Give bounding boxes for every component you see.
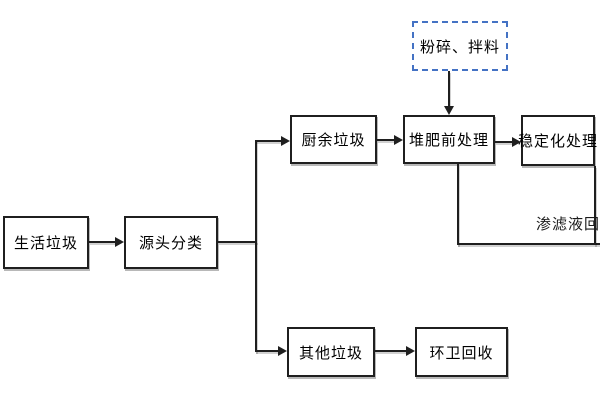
edge-sorting-to-branch: [218, 241, 257, 243]
leachate-line-precompost-drop: [457, 164, 459, 245]
node-sanitation-recycling: 环卫回收: [415, 327, 508, 377]
arrowhead-right-icon: [512, 137, 521, 147]
leachate-line-horizontal: [457, 243, 600, 245]
edge-precompost-to-stabilization: [495, 141, 512, 143]
node-kitchen-waste: 厨余垃圾: [290, 115, 377, 164]
leachate-line-stabilization-drop: [594, 166, 596, 245]
arrowhead-right-icon: [281, 136, 290, 146]
edge-branch-to-other: [255, 350, 278, 352]
leachate-return-label: 渗滤液回: [536, 215, 600, 233]
edge-household-to-sorting: [89, 241, 115, 243]
node-crush-mix: 粉碎、拌料: [412, 21, 508, 71]
node-source-sorting: 源头分类: [124, 216, 218, 269]
node-stabilization-treatment: 稳定化处理: [518, 115, 597, 166]
node-pre-compost-treatment: 堆肥前处理: [403, 115, 495, 164]
arrowhead-right-icon: [394, 135, 403, 145]
node-other-waste: 其他垃圾: [287, 327, 375, 377]
arrowhead-right-icon: [278, 346, 287, 356]
edge-branch-to-kitchen: [255, 140, 281, 142]
edge-crushmix-to-precompost: [448, 71, 450, 106]
edge-kitchen-to-precompost: [377, 139, 394, 141]
branch-vertical-line: [255, 140, 257, 352]
arrowhead-right-icon: [406, 346, 415, 356]
arrowhead-down-icon: [444, 106, 454, 115]
arrowhead-right-icon: [115, 237, 124, 247]
node-household-waste: 生活垃圾: [3, 216, 89, 269]
edge-other-to-recycling: [375, 350, 406, 352]
